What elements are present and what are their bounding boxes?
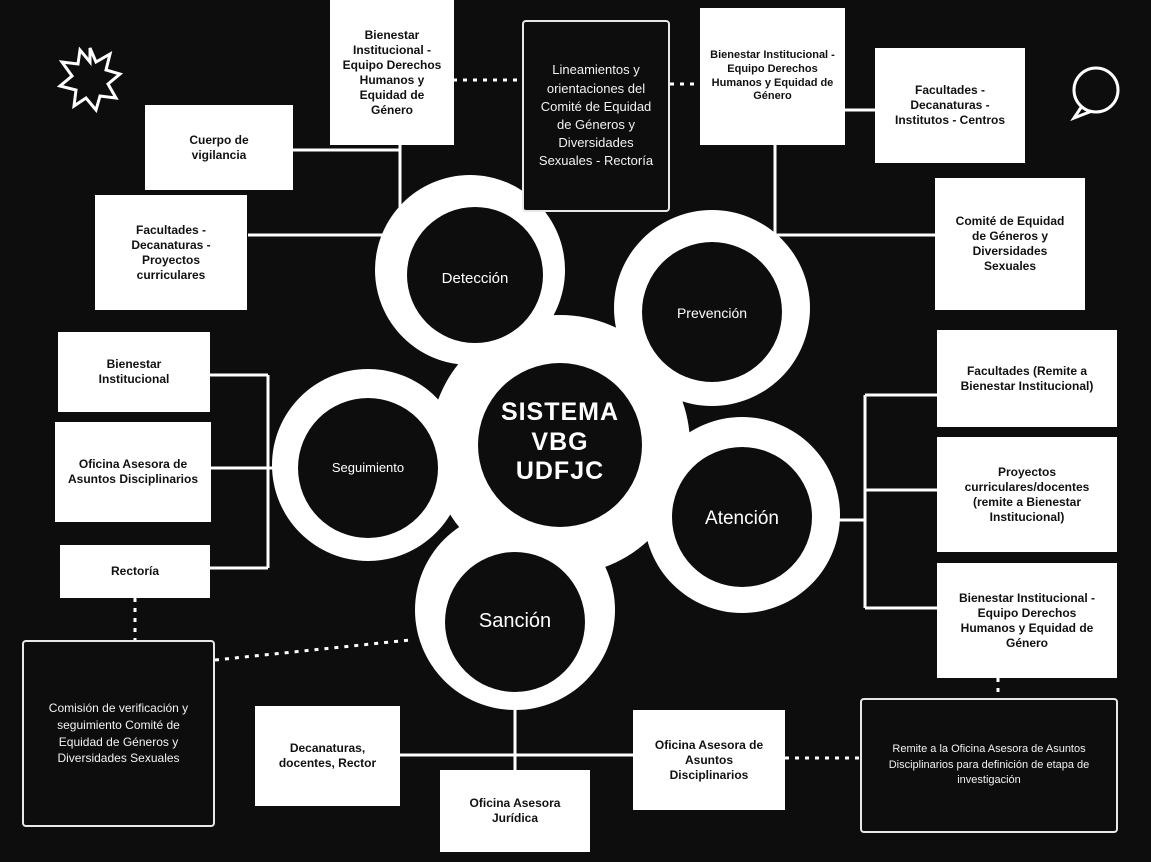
- node-seguimiento-label: Seguimiento: [331, 460, 405, 475]
- box-oficina-juridica: Oficina Asesora Jurídica: [440, 770, 590, 852]
- box-facultades-proyectos: Facultades - Decanaturas - Proyectos cur…: [95, 195, 247, 310]
- box-oficina-disciplinarios-left: Oficina Asesora de Asuntos Disciplinario…: [55, 422, 211, 522]
- box-bienestar-right: Bienestar Institucional - Equipo Derecho…: [937, 563, 1117, 678]
- center-label: SISTEMA VBG UDFJC: [500, 398, 620, 485]
- box-comite-equidad: Comité de Equidad de Géneros y Diversida…: [935, 178, 1085, 310]
- sunburst-icon: [56, 46, 124, 114]
- box-facultades-remite: Facultades (Remite a Bienestar Instituci…: [937, 330, 1117, 427]
- box-bienestar-top-left: Bienestar Institucional - Equipo Derecho…: [330, 0, 454, 145]
- box-bienestar-top-right: Bienestar Institucional - Equipo Derecho…: [700, 8, 845, 145]
- box-bienestar-left: Bienestar Institucional: [58, 332, 210, 412]
- box-remite: Remite a la Oficina Asesora de Asuntos D…: [860, 698, 1118, 833]
- node-atencion-label: Atención: [705, 508, 779, 529]
- box-oficina-disciplinarios-bottom: Oficina Asesora de Asuntos Disciplinario…: [633, 710, 785, 810]
- box-lineamientos: Lineamientos y orientaciones del Comité …: [522, 20, 670, 212]
- speech-bubble-icon: [1070, 66, 1120, 122]
- box-proyectos-docentes: Proyectos curriculares/docentes (remite …: [937, 437, 1117, 552]
- node-sancion-label: Sanción: [478, 610, 552, 632]
- connector-lines: [133, 78, 1000, 770]
- box-comision: Comisión de verificación y seguimiento C…: [22, 640, 215, 827]
- node-deteccion-label: Detección: [441, 270, 509, 287]
- box-cuerpo-vigilancia: Cuerpo de vigilancia: [145, 105, 293, 190]
- dark-circles: [298, 207, 812, 692]
- node-prevencion-label: Prevención: [676, 305, 748, 321]
- box-rectoria: Rectoría: [60, 545, 210, 598]
- box-decanaturas: Decanaturas, docentes, Rector: [255, 706, 400, 806]
- box-facultades-institutos: Facultades - Decanaturas - Institutos - …: [875, 48, 1025, 163]
